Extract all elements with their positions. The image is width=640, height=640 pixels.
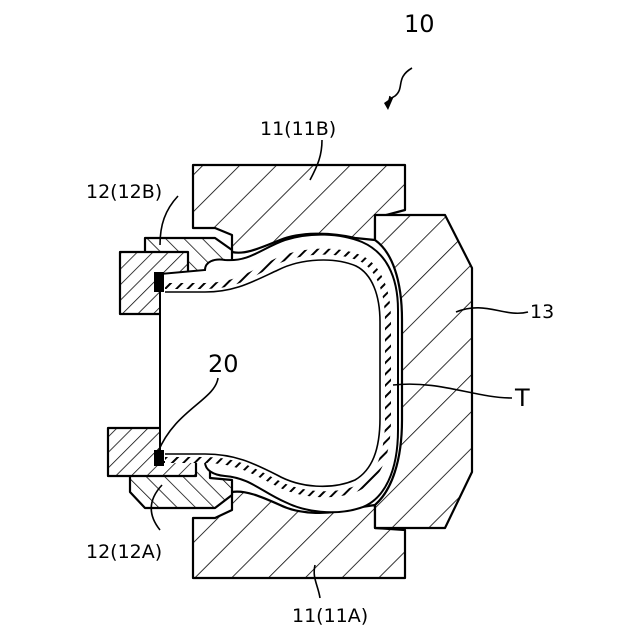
label-assembly-10: 10	[404, 10, 435, 38]
label-bead-ring-lower: 12(12A)	[86, 541, 162, 563]
member-20-lower	[154, 450, 164, 466]
label-bead-ring-upper: 12(12B)	[86, 181, 162, 203]
arrow-10	[389, 68, 412, 100]
member-20-upper	[154, 272, 164, 292]
label-mold-upper: 11(11B)	[260, 118, 336, 140]
label-tire: T	[514, 384, 530, 412]
label-tread-ring: 13	[530, 301, 554, 323]
label-member: 20	[208, 350, 239, 378]
label-mold-lower: 11(11A)	[292, 605, 368, 627]
